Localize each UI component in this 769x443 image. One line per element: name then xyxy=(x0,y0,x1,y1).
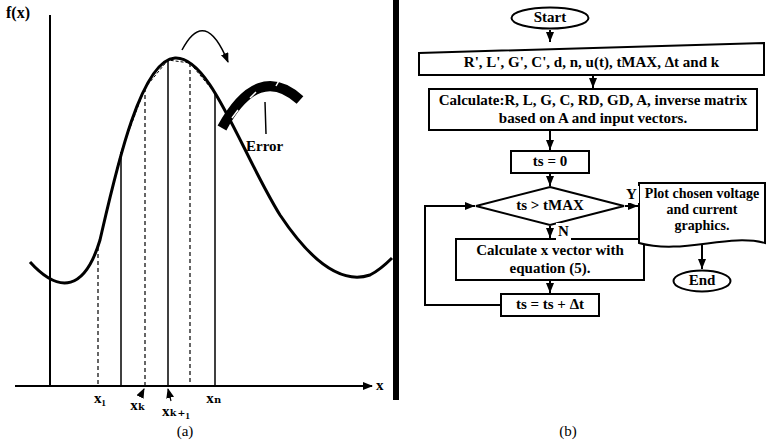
panel-label: (a) xyxy=(177,423,194,440)
node-text: R', L', G', C', d, n, u(t), tMAX, Δt and… xyxy=(464,54,719,71)
axis-label: xₙ xyxy=(206,390,221,407)
node-text: Start xyxy=(534,9,567,26)
node-text: Calculate:R, L, G, C, RD, GD, A, inverse… xyxy=(436,92,750,127)
process-box: ts = ts + Δt xyxy=(500,293,600,317)
node-text: ts = ts + Δt xyxy=(516,296,584,313)
zoom-arrow xyxy=(182,31,228,62)
flow-arrow xyxy=(549,30,551,42)
sample-line xyxy=(189,63,190,386)
manual-outline xyxy=(419,43,764,75)
sample-line xyxy=(97,247,98,386)
rect-outline xyxy=(501,294,599,316)
axis-label: x₁ xyxy=(94,390,106,407)
node-text: ts = 0 xyxy=(533,153,567,170)
branch-label: Y xyxy=(624,186,639,203)
axis-label: x xyxy=(376,377,384,394)
y-axis xyxy=(49,15,51,386)
function-curve xyxy=(30,58,392,283)
output-document: Plot chosen voltage and current graphics… xyxy=(638,182,766,251)
axis-label: xₖ₊₁ xyxy=(162,403,190,420)
flow-arrow xyxy=(549,131,551,150)
sample-line xyxy=(214,93,216,386)
flow-arrow xyxy=(701,243,703,269)
axis-label: Error xyxy=(246,138,283,155)
process-box: ts = 0 xyxy=(510,150,590,174)
error-callout xyxy=(222,86,300,128)
sample-line xyxy=(144,88,145,386)
sample-line xyxy=(167,60,169,386)
end-terminal: End xyxy=(672,269,732,293)
flow-arrow xyxy=(549,226,551,238)
process-box: Calculate x vector with equation (5). xyxy=(455,238,645,281)
sample-line xyxy=(120,152,122,386)
rect-outline xyxy=(429,89,757,130)
flow-arrow xyxy=(625,205,638,207)
flow-arrow xyxy=(549,281,551,293)
error-ticks xyxy=(232,79,280,118)
doc-outline xyxy=(639,183,765,247)
axis-label: f(x) xyxy=(6,4,30,22)
x-axis xyxy=(15,385,372,387)
input-box: R', L', G', C', d, n, u(t), tMAX, Δt and… xyxy=(418,42,765,76)
leader-arrow xyxy=(168,389,171,401)
node-text: End xyxy=(689,272,716,289)
node-text: Calculate x vector with equation (5). xyxy=(463,242,637,277)
decision-diamond: ts > tMAX xyxy=(475,186,625,226)
chord-polyline xyxy=(98,60,215,247)
rect-outline xyxy=(511,151,589,173)
flow-arrow xyxy=(592,76,594,88)
ellipse-outline xyxy=(674,271,731,292)
rect-outline xyxy=(456,239,644,280)
node-text: ts > tMAX xyxy=(516,197,584,214)
leader-arrow xyxy=(141,389,144,395)
ellipse-outline xyxy=(512,8,589,29)
start-terminal: Start xyxy=(510,6,590,30)
panel-label: (b) xyxy=(559,423,577,440)
node-text: Plot chosen voltage and current graphics… xyxy=(644,186,760,234)
diamond-outline xyxy=(476,187,624,225)
panel-divider xyxy=(393,0,399,400)
axis-label: xₖ xyxy=(130,397,145,414)
process-box: Calculate:R, L, G, C, RD, GD, A, inverse… xyxy=(428,88,758,131)
branch-label: N xyxy=(556,223,571,240)
leader-line xyxy=(265,102,266,134)
flow-arrow xyxy=(549,174,551,186)
